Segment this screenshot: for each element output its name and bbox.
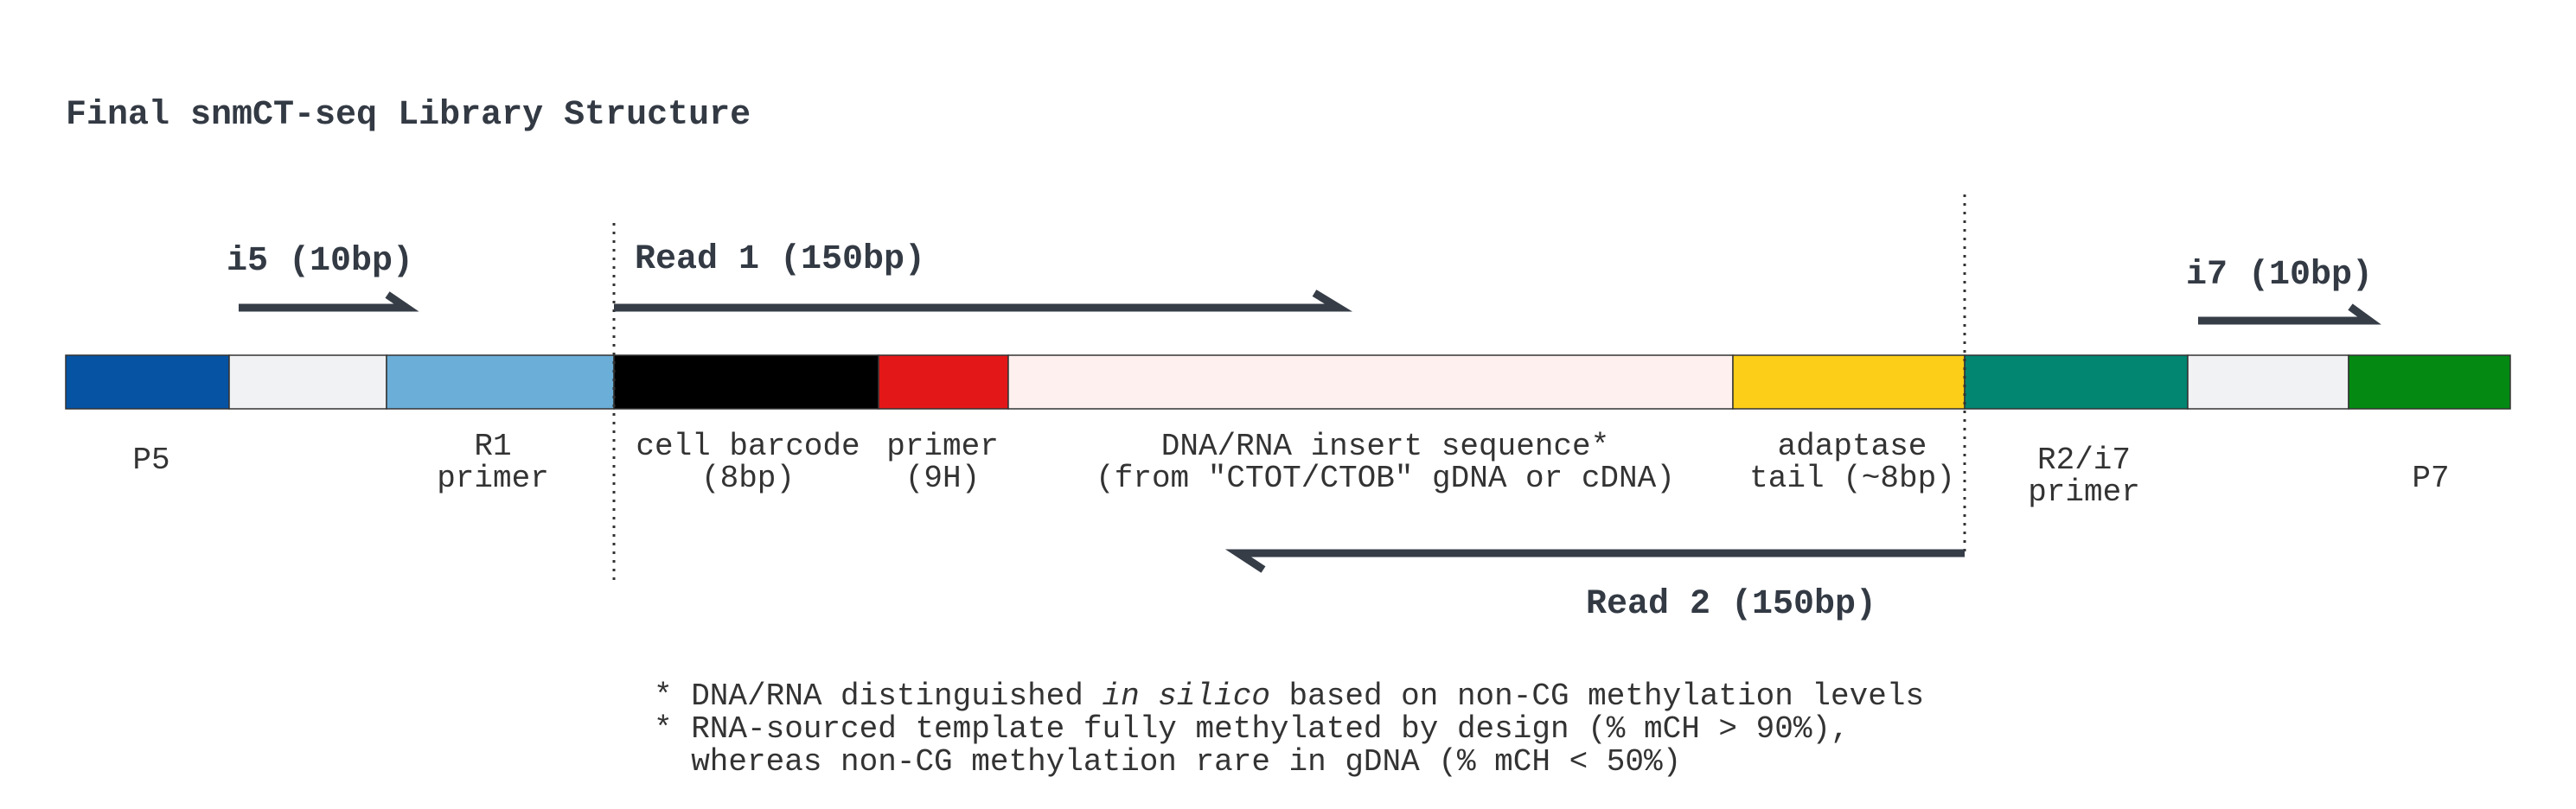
segment-p5 bbox=[65, 354, 230, 410]
i5-arrow bbox=[239, 291, 419, 312]
segment-p7 bbox=[2348, 354, 2511, 410]
r2-i7-primer-label-line1: R2/i7 bbox=[2037, 443, 2131, 478]
segment-i7-index bbox=[2187, 354, 2349, 410]
r1-primer-label-line2: primer bbox=[437, 461, 549, 496]
diagram-title: Final snmCT-seq Library Structure bbox=[66, 96, 751, 135]
insert-label-line1: DNA/RNA insert sequence* bbox=[1161, 429, 1609, 464]
adaptase-tail-label-line2: tail (~8bp) bbox=[1749, 461, 1955, 496]
read2-arrow bbox=[1224, 549, 1965, 573]
library-bar bbox=[65, 354, 2511, 410]
footnote-line2: * RNA-sourced template fully methylated … bbox=[654, 711, 1850, 747]
segment-insert bbox=[1007, 354, 1734, 410]
read1-arrow bbox=[614, 290, 1353, 312]
segment-i5-index bbox=[228, 354, 387, 410]
r2-i7-primer-label-line2: primer bbox=[2028, 475, 2140, 510]
r1-primer-label-line1: R1 bbox=[474, 429, 511, 464]
adaptase-tail-label-line1: adaptase bbox=[1778, 429, 1927, 464]
p7-label: P7 bbox=[2412, 461, 2449, 496]
footnote-emphasis: in silico bbox=[1102, 678, 1269, 714]
segment-primer-9h bbox=[878, 354, 1009, 410]
primer-9h-label-line2: (9H) bbox=[905, 461, 980, 496]
segment-adaptase-tail bbox=[1732, 354, 1966, 410]
segment-cell-barcode bbox=[613, 354, 879, 410]
i7-arrow bbox=[2198, 303, 2381, 325]
read2-label: Read 2 (150bp) bbox=[1586, 585, 1876, 624]
p5-label: P5 bbox=[132, 443, 169, 478]
segment-r1-primer bbox=[386, 354, 615, 410]
footnote-line1: * DNA/RNA distinguished in silico based … bbox=[654, 678, 1924, 714]
footnotes: * DNA/RNA distinguished in silico based … bbox=[654, 678, 1924, 780]
cell-barcode-label-line2: (8bp) bbox=[701, 461, 795, 496]
cell-barcode-label-line1: cell barcode bbox=[636, 429, 860, 464]
read1-label: Read 1 (150bp) bbox=[635, 240, 925, 279]
footnote-line3: whereas non-CG methylation rare in gDNA … bbox=[654, 744, 1681, 780]
i5-label: i5 (10bp) bbox=[227, 242, 413, 281]
i7-label: i7 (10bp) bbox=[2186, 256, 2373, 295]
segment-r2-i7-primer bbox=[1964, 354, 2189, 410]
primer-9h-label-line1: primer bbox=[886, 429, 999, 464]
insert-label-line2: (from "CTOT/CTOB" gDNA or cDNA) bbox=[1096, 461, 1675, 496]
